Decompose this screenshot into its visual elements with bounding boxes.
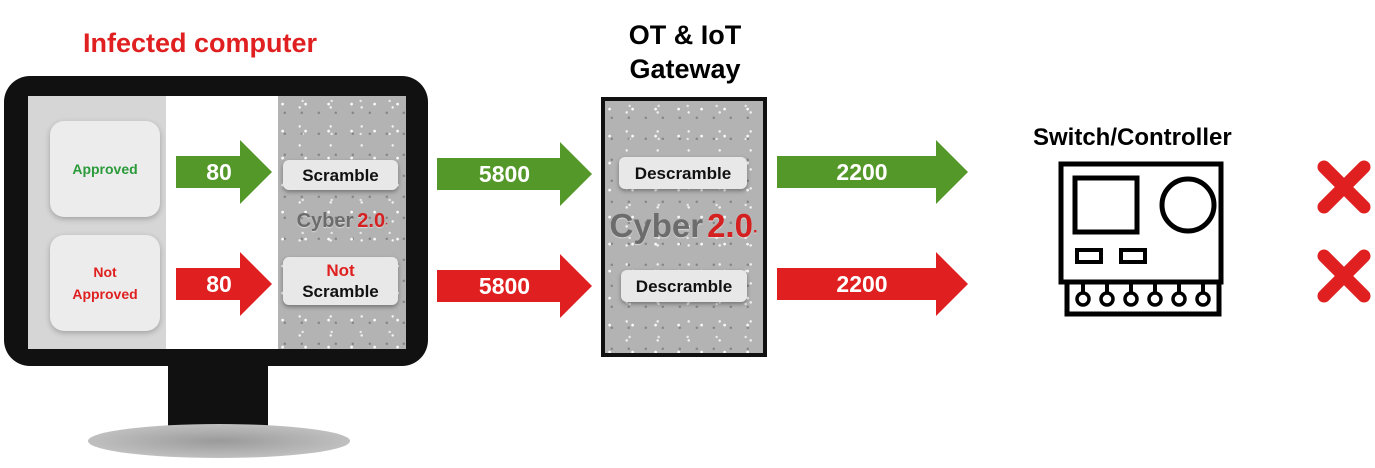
cross-icon bbox=[1317, 160, 1371, 214]
logo-mark: · bbox=[385, 219, 389, 230]
not-scramble-line2: Scramble bbox=[302, 282, 379, 301]
arrow-green-2 bbox=[437, 142, 592, 206]
arrow-red-2 bbox=[437, 254, 592, 318]
descramble-pill-bottom: Descramble bbox=[621, 270, 747, 302]
cyber-logo-gateway: Cyber 2.0 · bbox=[608, 207, 760, 245]
port-label-green-2: 5800 bbox=[478, 160, 531, 187]
port-label-red-3: 2200 bbox=[836, 270, 888, 297]
cyber-logo-computer: Cyber 2.0 · bbox=[290, 210, 395, 233]
logo-name: Cyber bbox=[296, 210, 354, 232]
port-label-green-1: 80 bbox=[206, 158, 232, 185]
scramble-pill: Scramble bbox=[283, 160, 398, 190]
port-label-green-3: 2200 bbox=[836, 158, 888, 185]
arrow-red-3 bbox=[777, 252, 968, 316]
cross-icon bbox=[1317, 249, 1371, 303]
monitor-stand-base bbox=[88, 424, 350, 458]
descramble-pill-top: Descramble bbox=[619, 157, 747, 189]
not-approved-label-line1: Not bbox=[93, 264, 117, 280]
infected-computer-title: Infected computer bbox=[83, 28, 318, 58]
logo-version: 2.0 bbox=[357, 210, 386, 232]
screen-noise-panel bbox=[278, 96, 406, 349]
controller-icon bbox=[1058, 161, 1224, 317]
gateway-title-line2: Gateway bbox=[629, 54, 741, 84]
not-approved-label-line2: Approved bbox=[72, 286, 138, 302]
approved-label: Approved bbox=[72, 161, 138, 177]
port-label-red-1: 80 bbox=[206, 270, 232, 297]
gateway-title-line1: OT & IoT bbox=[628, 20, 742, 50]
arrow-green-3 bbox=[777, 140, 968, 204]
not-scramble-pill: Not Scramble bbox=[283, 257, 398, 305]
arrow-red-1 bbox=[176, 252, 272, 316]
gateway-logo-name: Cyber bbox=[609, 207, 704, 244]
gateway-box bbox=[601, 97, 767, 357]
not-approved-card: Not Approved bbox=[50, 235, 160, 331]
gateway-title: OT & IoT Gateway bbox=[590, 18, 780, 86]
monitor-stand-neck bbox=[168, 366, 268, 426]
port-label-red-2: 5800 bbox=[478, 272, 531, 299]
not-scramble-line1: Not bbox=[326, 261, 355, 280]
switch-controller-title: Switch/Controller bbox=[1033, 124, 1232, 151]
arrow-green-1 bbox=[176, 140, 272, 204]
approved-card: Approved bbox=[50, 121, 160, 217]
gateway-logo-mark: · bbox=[752, 223, 759, 241]
screen-middle-panel bbox=[166, 96, 278, 349]
gateway-logo-version: 2.0 bbox=[707, 207, 753, 244]
